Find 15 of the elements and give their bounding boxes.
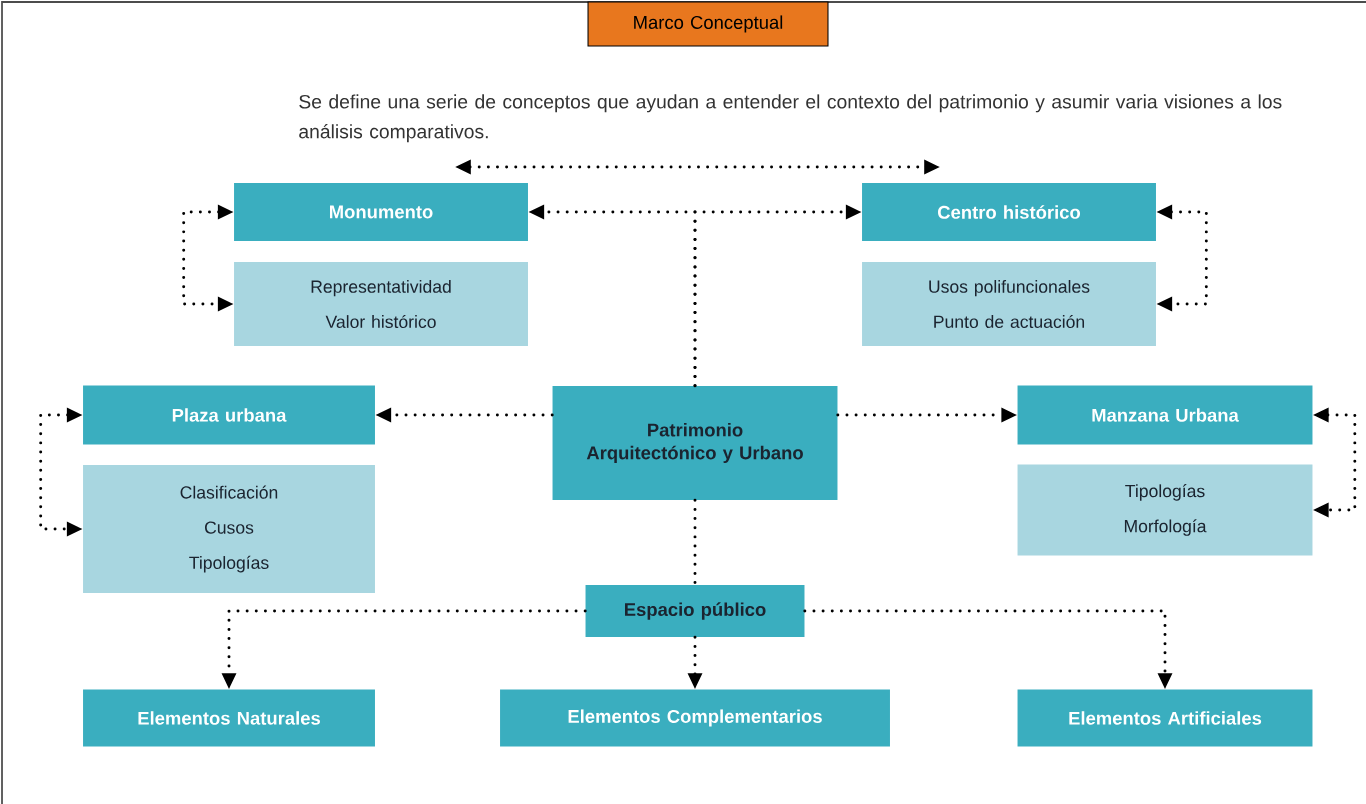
- concept-box: Centro histórico: [862, 183, 1156, 241]
- detail-box: Usos polifuncionales Punto de actuación: [862, 262, 1156, 346]
- concept-box: Plaza urbana: [83, 385, 375, 445]
- concept-box: Elementos Artificiales: [1017, 689, 1313, 747]
- detail-box: Tipologías Morfología: [1017, 464, 1313, 556]
- title-box: Marco Conceptual: [587, 1, 829, 47]
- detail-box: Representatividad Valor histórico: [234, 262, 528, 346]
- concept-box: Elementos Complementarios: [500, 689, 890, 747]
- concept-box: Elementos Naturales: [83, 689, 375, 747]
- concept-box: Manzana Urbana: [1017, 385, 1313, 445]
- intro-text: Se define una serie de conceptos que ayudan a entender el contexto del patrimonio y asumir varia visiones a los análisis comparativos.: [299, 94, 1282, 143]
- central-box: Patrimonio Arquitectónico y Urbano: [552, 386, 838, 500]
- concept-box: Monumento: [234, 183, 528, 241]
- central-box: Espacio público: [585, 585, 805, 637]
- detail-box: Clasificación Cusos Tipologías: [83, 465, 375, 593]
